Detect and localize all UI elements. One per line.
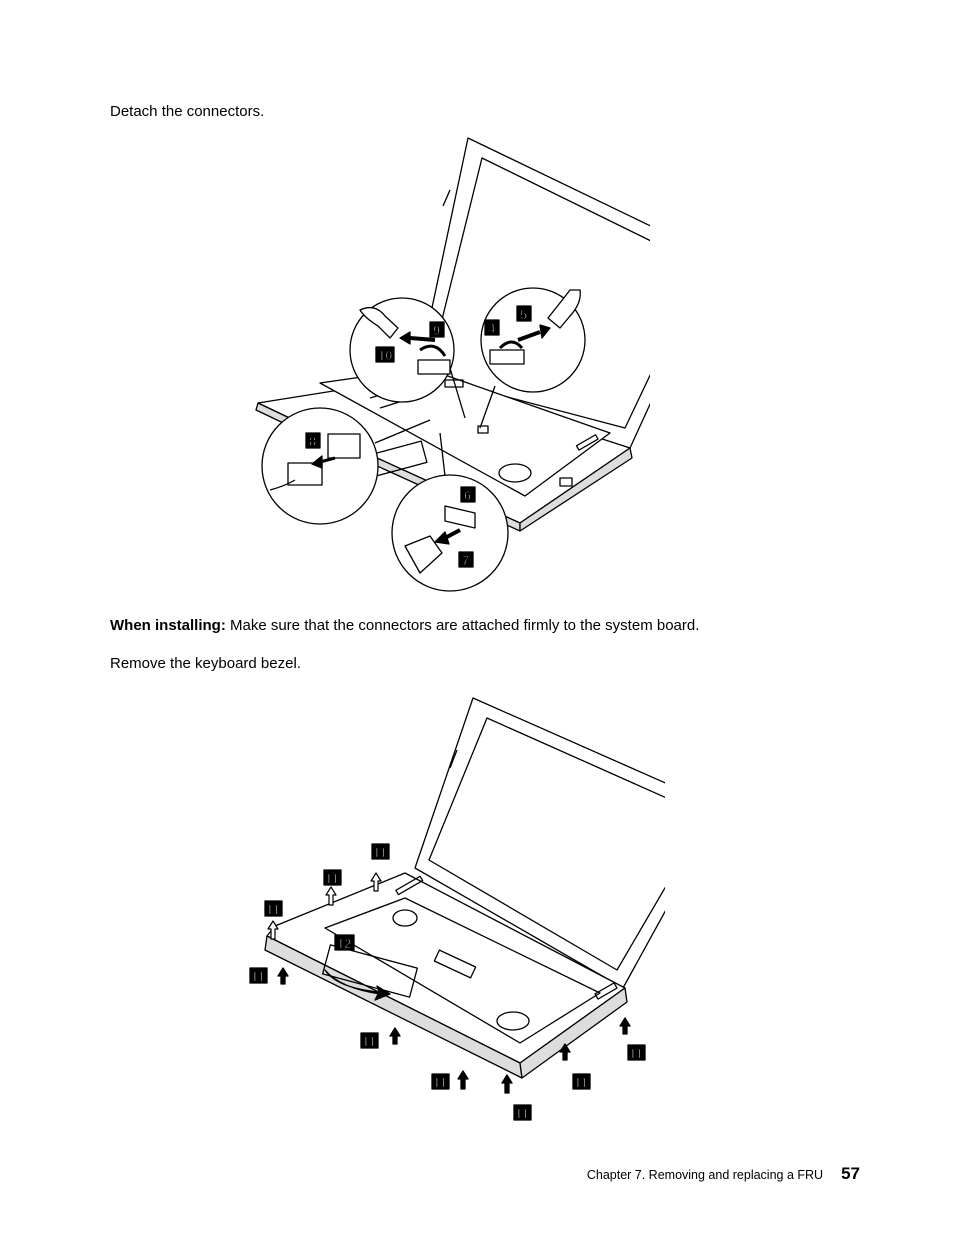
- detail-circle-connectors-4-5: [479, 287, 586, 429]
- note-text: Make sure that the connectors are attach…: [225, 617, 700, 634]
- installation-note: When installing: Make sure that the conn…: [110, 616, 699, 636]
- laptop-display: [414, 697, 665, 989]
- callout-8: 8: [305, 432, 321, 450]
- callout-7: 7: [458, 551, 474, 569]
- detach-connectors-illustration: 4 5 6 7 8 9 10: [250, 128, 650, 593]
- svg-text:11: 11: [325, 871, 339, 886]
- detail-circle-connectors-9-10: [349, 297, 466, 419]
- svg-text:11: 11: [433, 1075, 447, 1090]
- detail-circle-connector-8: [261, 407, 431, 525]
- svg-text:11: 11: [373, 845, 387, 860]
- callout-11-front-left: 11: [360, 1032, 379, 1050]
- svg-text:5: 5: [520, 307, 527, 322]
- svg-text:7: 7: [462, 553, 469, 568]
- note-label: When installing:: [110, 617, 226, 634]
- callout-11-front-bottom: 11: [513, 1104, 532, 1122]
- lift-arrow-icons: [267, 872, 382, 940]
- page-footer: Chapter 7. Removing and replacing a FRU …: [587, 1164, 860, 1184]
- step-instruction-remove-bezel: Remove the keyboard bezel.: [110, 655, 301, 672]
- remove-keyboard-bezel-illustration: 11 11 11 11 11 11 11 11 11 12: [245, 688, 665, 1123]
- svg-text:8: 8: [309, 434, 316, 449]
- callout-11-left: 11: [264, 900, 283, 918]
- callout-11-upper-left: 11: [323, 869, 342, 887]
- page-number: 57: [841, 1164, 860, 1183]
- callout-11-lower-left: 11: [249, 967, 268, 985]
- pry-arrow-icon: [324, 969, 391, 1001]
- callout-11-top: 11: [371, 843, 390, 861]
- callout-11-front-center: 11: [431, 1073, 450, 1091]
- svg-text:11: 11: [515, 1106, 529, 1121]
- svg-text:10: 10: [378, 348, 392, 363]
- svg-text:11: 11: [266, 902, 280, 917]
- svg-text:6: 6: [464, 488, 471, 503]
- callout-4: 4: [484, 319, 500, 337]
- svg-text:11: 11: [629, 1046, 643, 1061]
- callout-11-front-right: 11: [572, 1073, 591, 1091]
- callout-12: 12: [334, 934, 355, 952]
- callout-9: 9: [429, 321, 445, 339]
- svg-text:11: 11: [362, 1034, 376, 1049]
- svg-text:11: 11: [574, 1075, 588, 1090]
- svg-text:12: 12: [337, 936, 351, 951]
- svg-text:9: 9: [433, 323, 440, 338]
- step-instruction-detach: Detach the connectors.: [110, 103, 265, 120]
- chapter-title: Chapter 7. Removing and replacing a FRU: [586, 1168, 824, 1182]
- callout-5: 5: [516, 305, 532, 323]
- callout-6: 6: [460, 486, 476, 504]
- keyboard-bezel: [264, 872, 628, 1079]
- callout-11-right: 11: [627, 1044, 646, 1062]
- detail-circle-connectors-6-7: [391, 432, 509, 592]
- svg-text:4: 4: [488, 321, 496, 336]
- callout-10: 10: [375, 346, 395, 364]
- release-arrow-icons: [277, 967, 631, 1094]
- svg-text:11: 11: [251, 969, 265, 984]
